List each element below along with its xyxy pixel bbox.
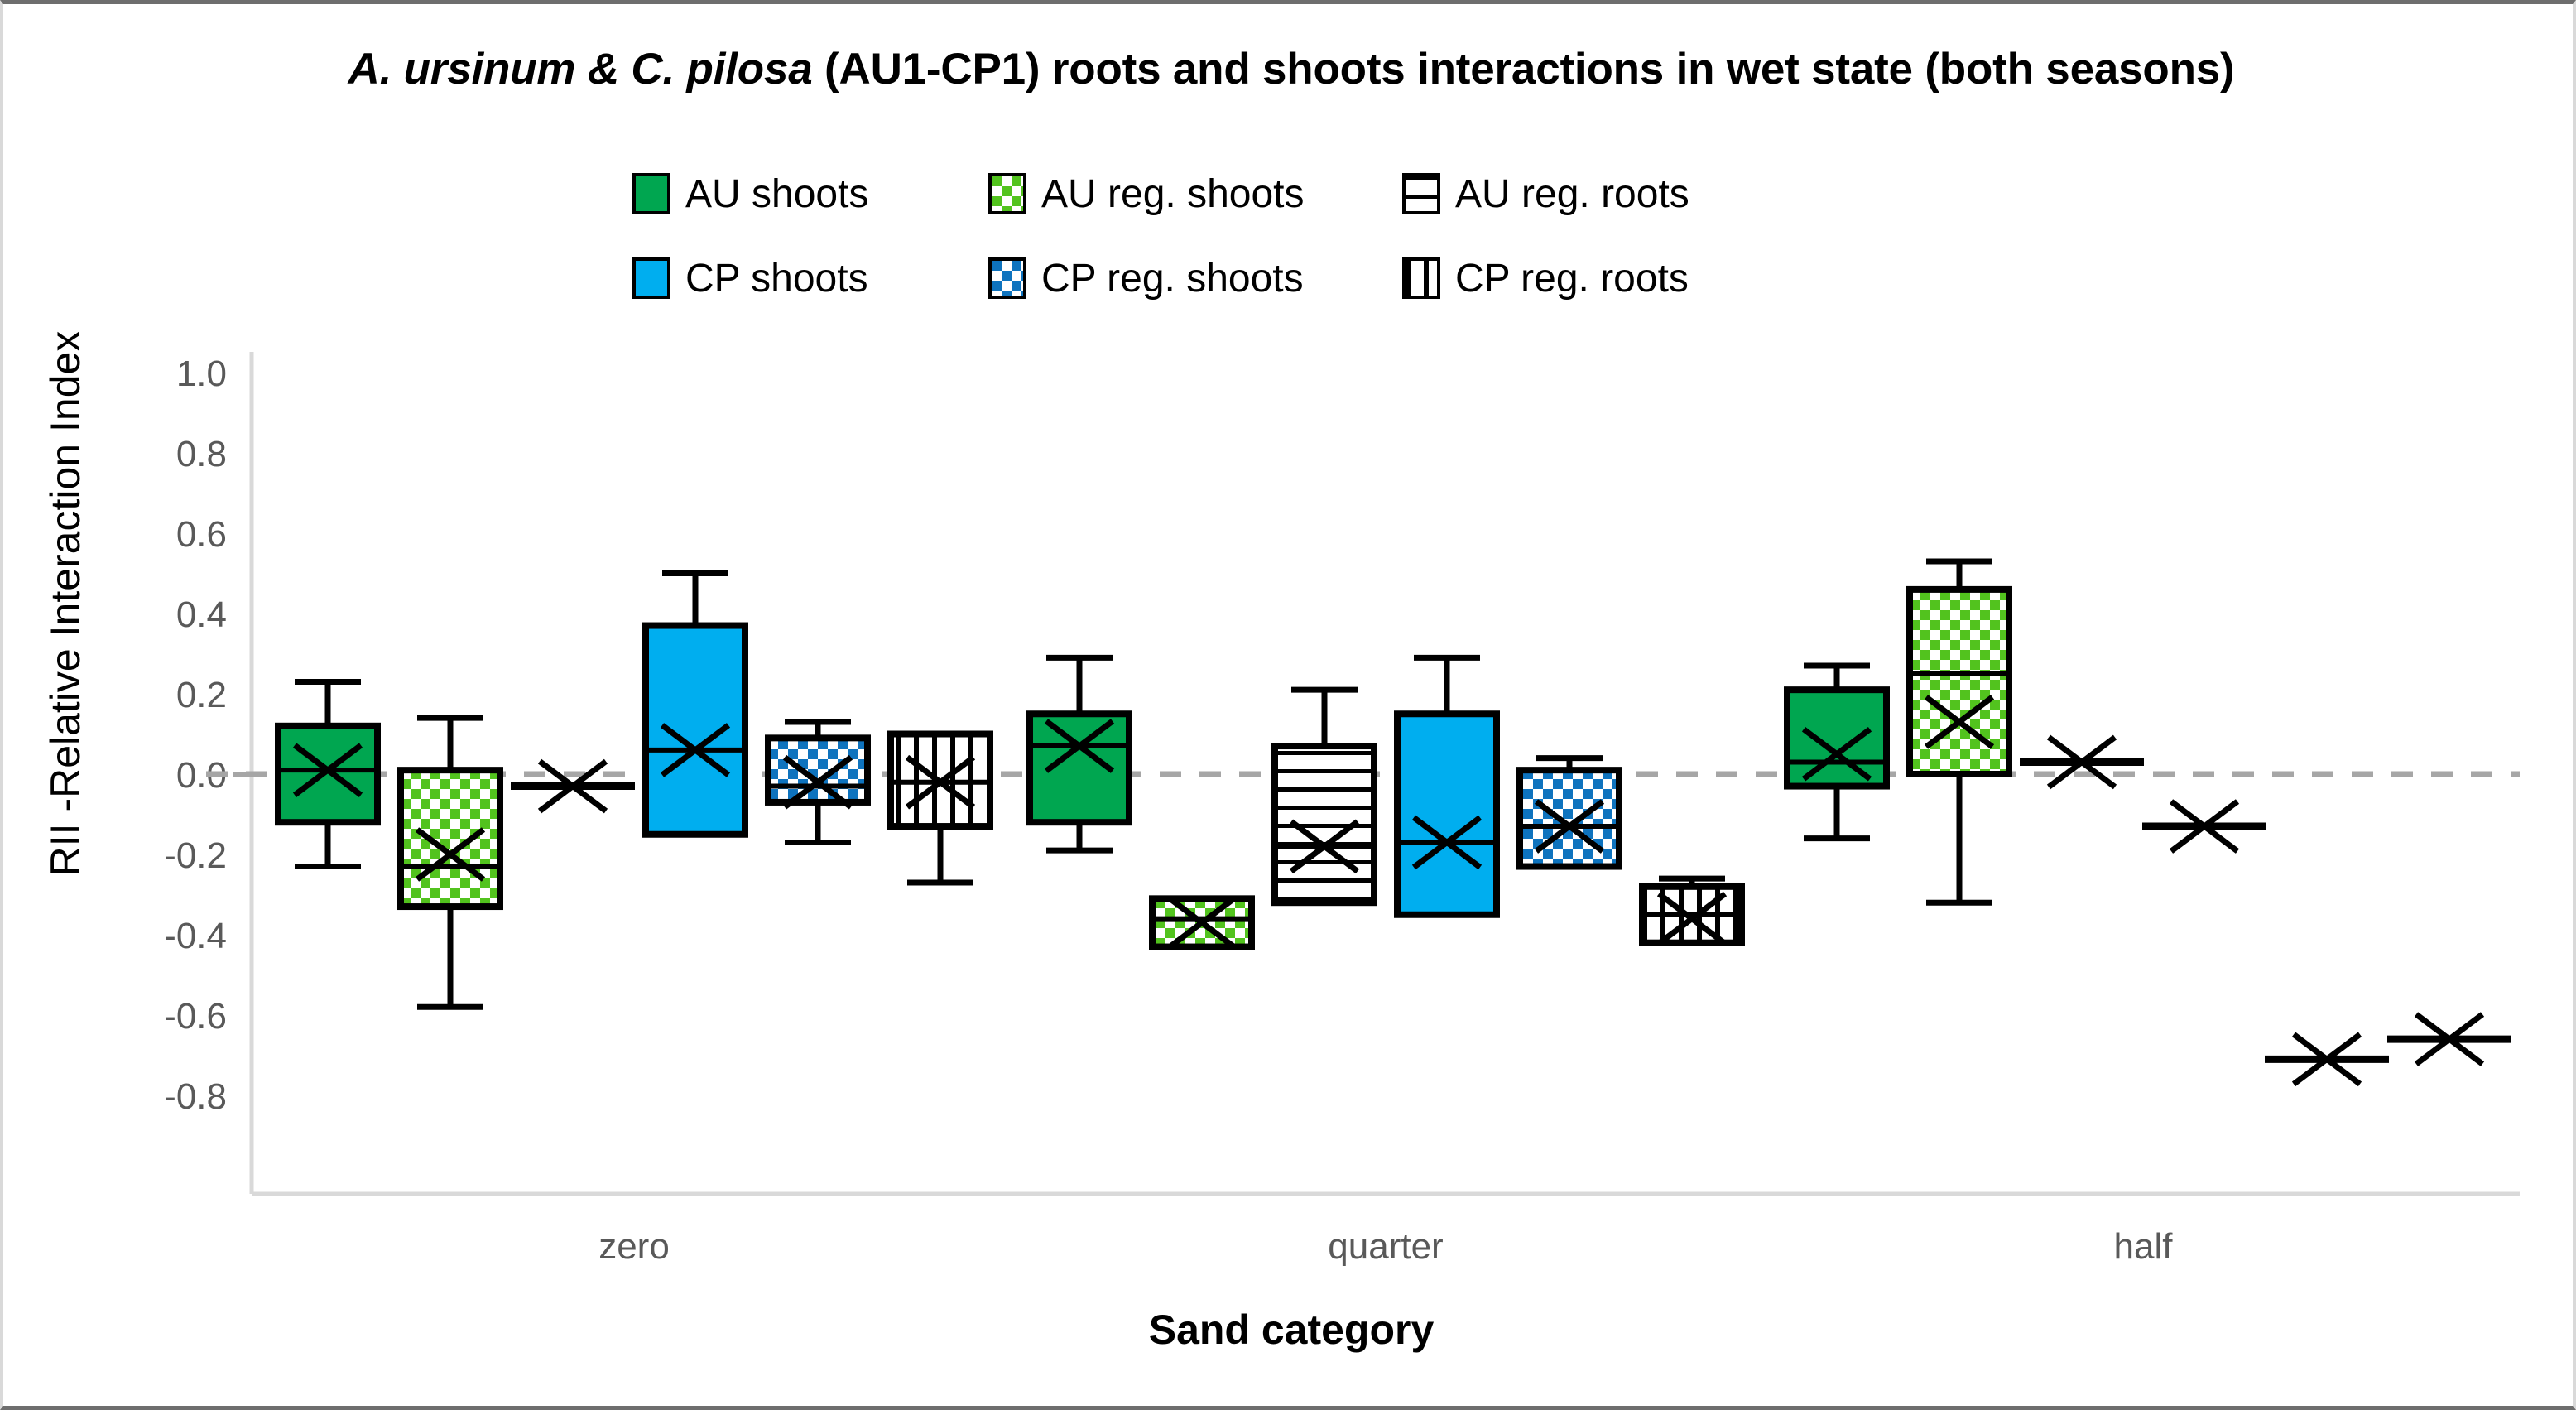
legend-swatch-au-reg-roots-icon (1402, 173, 1440, 214)
box-plot-item[interactable] (642, 570, 748, 838)
y-tick-label: 0.4 (176, 594, 227, 635)
legend-item-au-reg-roots[interactable]: AU reg. roots (1402, 171, 1758, 217)
box-plot-item[interactable] (1394, 654, 1500, 918)
box-plot-item[interactable] (1784, 662, 1890, 842)
box-plot-item[interactable] (275, 678, 381, 870)
chart-legend: AU shoots AU reg. shoots AU reg. roots C… (632, 152, 1973, 320)
box-plot-item[interactable] (2387, 1012, 2511, 1066)
box-plot-item[interactable] (1026, 654, 1132, 854)
x-category-label: half (2114, 1226, 2174, 1267)
y-tick-label: 0.6 (176, 514, 227, 555)
chart-title-species: A. ursinum & C. pilosa (348, 45, 813, 94)
y-tick-label: 0.8 (176, 434, 227, 474)
legend-swatch-cp-reg-roots-icon (1402, 257, 1440, 299)
y-tick-label: 0.2 (176, 675, 227, 715)
legend-item-cp-shoots[interactable]: CP shoots (632, 256, 988, 301)
y-tick-label: -0.6 (164, 996, 227, 1037)
box-plot-item[interactable] (1149, 895, 1255, 950)
x-category-label: zero (598, 1226, 670, 1267)
legend-item-au-shoots[interactable]: AU shoots (632, 171, 988, 217)
box-plot-item[interactable] (2265, 1032, 2389, 1087)
chart-title: A. ursinum & C. pilosa (AU1-CP1) roots a… (3, 44, 2573, 94)
legend-item-au-reg-shoots[interactable]: AU reg. shoots (988, 171, 1402, 217)
legend-label-cp-shoots: CP shoots (685, 256, 868, 301)
y-tick-label: 1.0 (176, 354, 227, 394)
box-plot-item[interactable] (1271, 686, 1377, 907)
box-plot-item[interactable] (2020, 734, 2144, 790)
chart-title-rest: (AU1-CP1) roots and shoots interactions … (812, 45, 2235, 94)
legend-label-au-reg-shoots: AU reg. shoots (1041, 171, 1305, 216)
legend-item-cp-reg-roots[interactable]: CP reg. roots (1402, 256, 1758, 301)
y-tick-label: -0.2 (164, 835, 227, 876)
x-category-label: quarter (1328, 1226, 1443, 1267)
legend-item-cp-reg-shoots[interactable]: CP reg. shoots (988, 256, 1402, 301)
box-plot-item[interactable] (1906, 558, 2012, 906)
legend-label-au-reg-roots: AU reg. roots (1455, 171, 1689, 216)
legend-swatch-au-shoots-icon (632, 173, 670, 214)
box-plot-item[interactable] (887, 730, 993, 886)
box-plot-item[interactable] (397, 715, 503, 1010)
legend-swatch-cp-shoots-icon (632, 257, 670, 299)
y-tick-label: -0.4 (164, 916, 227, 956)
box-plot-item[interactable] (765, 719, 871, 845)
legend-label-cp-reg-shoots: CP reg. shoots (1041, 256, 1304, 301)
legend-swatch-cp-reg-shoots-icon (988, 257, 1026, 299)
box-plot-item[interactable] (511, 758, 635, 814)
y-axis-title: RII -Relative Interaction Index (42, 330, 89, 877)
x-axis-title: Sand category (1148, 1307, 1435, 1353)
box-plot-item[interactable] (1516, 755, 1622, 870)
y-tick-label: -0.8 (164, 1076, 227, 1117)
box-plot-item[interactable] (2142, 799, 2266, 854)
legend-label-au-shoots: AU shoots (685, 171, 869, 216)
legend-label-cp-reg-roots: CP reg. roots (1455, 256, 1689, 301)
legend-swatch-au-reg-shoots-icon (988, 173, 1026, 214)
box-plot-item[interactable] (1639, 875, 1745, 946)
